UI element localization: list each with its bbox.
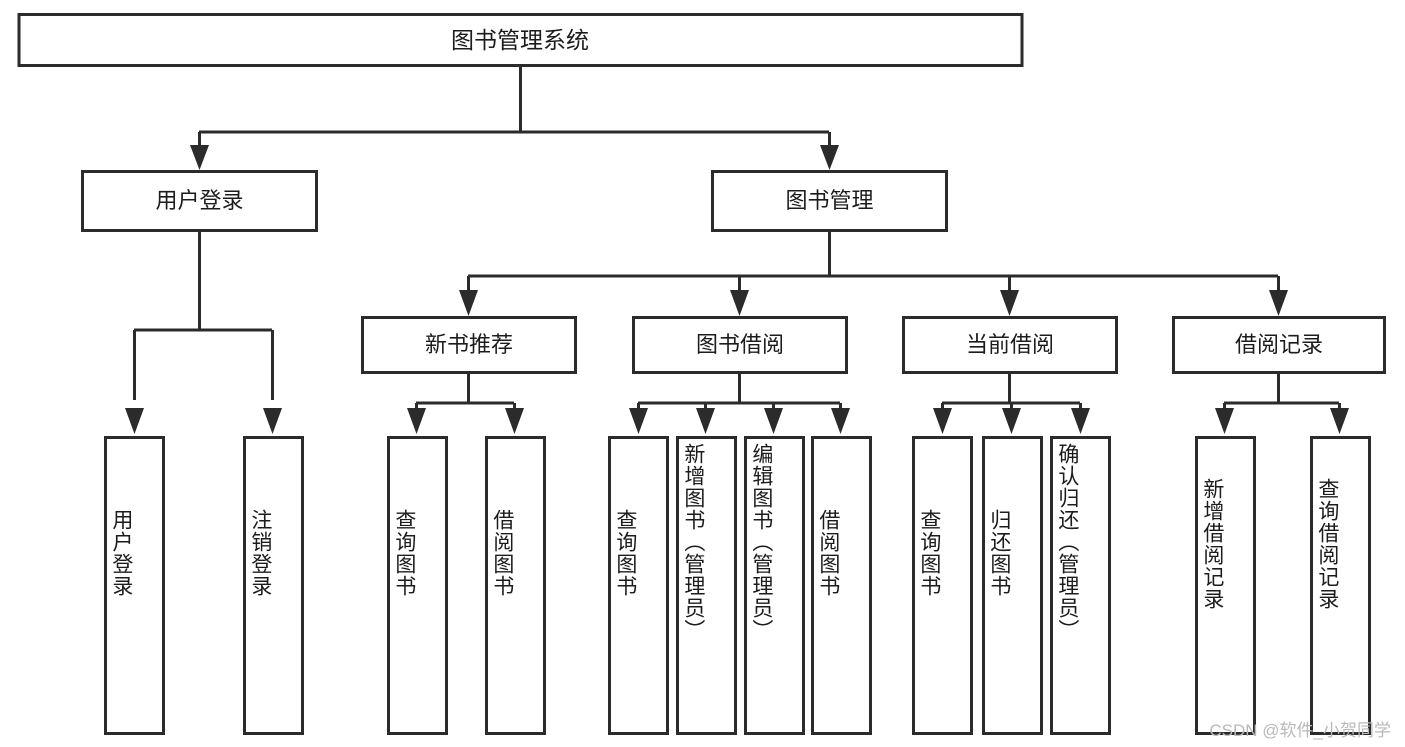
arrow-root-to-book-manage bbox=[820, 145, 839, 170]
arrow-to-leaf-5 bbox=[629, 408, 648, 434]
node-leaf-8-box[interactable] bbox=[811, 436, 872, 735]
node-current-borrow-label: 当前借阅 bbox=[966, 332, 1054, 357]
node-leaf-10-box[interactable] bbox=[982, 436, 1043, 735]
arrow-to-new-book-recommend bbox=[459, 290, 478, 316]
node-leaf-12-box[interactable] bbox=[1195, 436, 1256, 735]
arrow-to-book-borrow bbox=[730, 290, 749, 316]
node-book-borrow-label: 图书借阅 bbox=[696, 332, 784, 357]
node-book-manage-box[interactable] bbox=[711, 170, 948, 232]
node-root-label: 图书管理系统 bbox=[451, 27, 589, 53]
node-book-borrow[interactable]: 图书借阅 bbox=[632, 316, 848, 374]
node-leaf-4-box[interactable] bbox=[485, 436, 546, 735]
arrow-to-leaf-3 bbox=[407, 408, 426, 434]
arrow-to-leaf-2 bbox=[263, 408, 282, 434]
arrow-root-to-user-login bbox=[190, 145, 209, 170]
arrow-to-leaf-7 bbox=[764, 408, 783, 434]
node-borrow-record[interactable]: 借阅记录 bbox=[1172, 316, 1386, 374]
node-leaf-5-box[interactable] bbox=[608, 436, 669, 735]
node-leaf-11-box[interactable] bbox=[1050, 436, 1111, 735]
node-root[interactable]: 图书管理系统 bbox=[17, 13, 1024, 67]
arrow-to-leaf-6 bbox=[696, 408, 715, 434]
arrow-to-leaf-4 bbox=[505, 408, 524, 434]
arrow-to-borrow-record bbox=[1269, 290, 1288, 316]
arrow-to-current-borrow bbox=[1000, 290, 1019, 316]
arrow-to-leaf-8 bbox=[831, 408, 850, 434]
arrow-to-leaf-9 bbox=[933, 408, 952, 434]
node-leaf-7-box[interactable] bbox=[744, 436, 805, 735]
arrow-to-leaf-11 bbox=[1071, 408, 1090, 434]
leaf-boxes bbox=[104, 436, 1371, 735]
arrow-to-leaf-1 bbox=[125, 408, 144, 434]
node-book-manage[interactable]: 图书管理 bbox=[711, 170, 948, 232]
node-new-book-recommend-label: 新书推荐 bbox=[425, 332, 513, 357]
node-current-borrow-box[interactable] bbox=[902, 316, 1118, 374]
node-current-borrow[interactable]: 当前借阅 bbox=[902, 316, 1118, 374]
arrow-to-leaf-13 bbox=[1330, 408, 1349, 434]
csdn-watermark: CSDN @软件_小贺同学 bbox=[1209, 721, 1391, 740]
connector-layer bbox=[125, 66, 1349, 434]
node-book-manage-label: 图书管理 bbox=[785, 188, 873, 213]
node-new-book-recommend-box[interactable] bbox=[361, 316, 577, 374]
node-leaf-6-box[interactable] bbox=[676, 436, 737, 735]
arrow-to-leaf-12 bbox=[1215, 408, 1234, 434]
arrow-to-leaf-10 bbox=[1002, 408, 1021, 434]
node-leaf-1-box[interactable] bbox=[104, 436, 165, 735]
node-new-book-recommend[interactable]: 新书推荐 bbox=[361, 316, 577, 374]
node-borrow-record-label: 借阅记录 bbox=[1235, 332, 1323, 357]
node-leaf-9-box[interactable] bbox=[912, 436, 973, 735]
node-book-borrow-box[interactable] bbox=[632, 316, 848, 374]
node-leaf-2-box[interactable] bbox=[243, 436, 304, 735]
node-borrow-record-box[interactable] bbox=[1172, 316, 1386, 374]
node-user-login-box[interactable] bbox=[81, 170, 318, 232]
node-user-login-label: 用户登录 bbox=[155, 188, 243, 213]
node-user-login[interactable]: 用户登录 bbox=[81, 170, 318, 232]
node-root-box[interactable] bbox=[17, 13, 1024, 67]
node-leaf-3-box[interactable] bbox=[387, 436, 448, 735]
node-leaf-13-box[interactable] bbox=[1310, 436, 1371, 735]
